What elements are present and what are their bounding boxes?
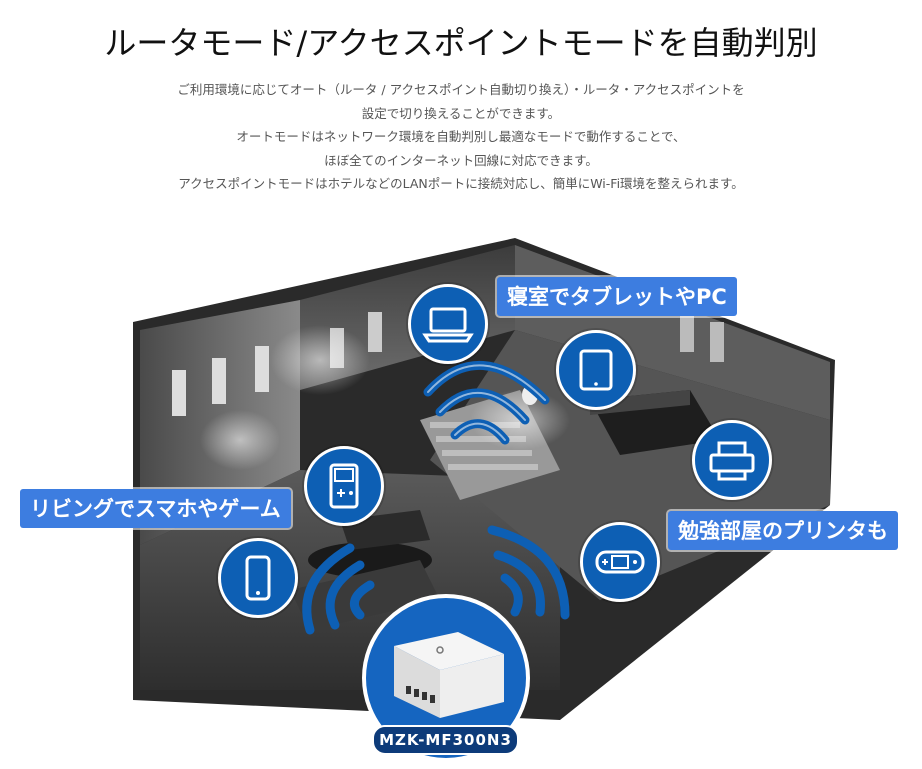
description-line: ほぼ全てのインターネット回線に対応できます。 — [324, 152, 598, 168]
portable-game-icon — [595, 550, 645, 574]
description: ご利用環境に応じてオート（ルータ / アクセスポイント自動切り換え）・ルータ・ア… — [0, 78, 922, 196]
router-icon — [394, 632, 504, 718]
description-line: アクセスポイントモードはホテルなどのLANポートに接続対応し、簡単にWi-Fi環… — [178, 176, 744, 191]
study-label: 勉強部屋のプリンタも — [668, 511, 898, 550]
bedroom-label: 寝室でタブレットやPC — [497, 277, 737, 316]
living-label: リビングでスマホやゲーム — [20, 489, 291, 528]
description-line: 設定で切り換えることができます。 — [361, 105, 561, 121]
tablet-icon — [579, 349, 613, 391]
portable-game-device — [580, 522, 660, 602]
smartphone-device — [218, 538, 298, 618]
laptop-icon — [422, 307, 474, 343]
description-line: オートモードはネットワーク環境を自動判別し最適なモードで動作することで、 — [236, 129, 686, 144]
printer-device — [692, 420, 772, 500]
tablet-device — [556, 330, 636, 410]
printer-icon — [709, 441, 755, 481]
router-model-badge: MZK-MF300N3 — [372, 725, 519, 755]
description-line: ご利用環境に応じてオート（ルータ / アクセスポイント自動切り換え）・ルータ・ア… — [177, 82, 745, 97]
smartphone-icon — [245, 555, 271, 601]
handheld-game-icon — [329, 463, 359, 509]
laptop-device — [408, 284, 488, 364]
page-title: ルータモード/アクセスポイントモードを自動判別 — [104, 24, 818, 62]
handheld-game-device — [304, 446, 384, 526]
